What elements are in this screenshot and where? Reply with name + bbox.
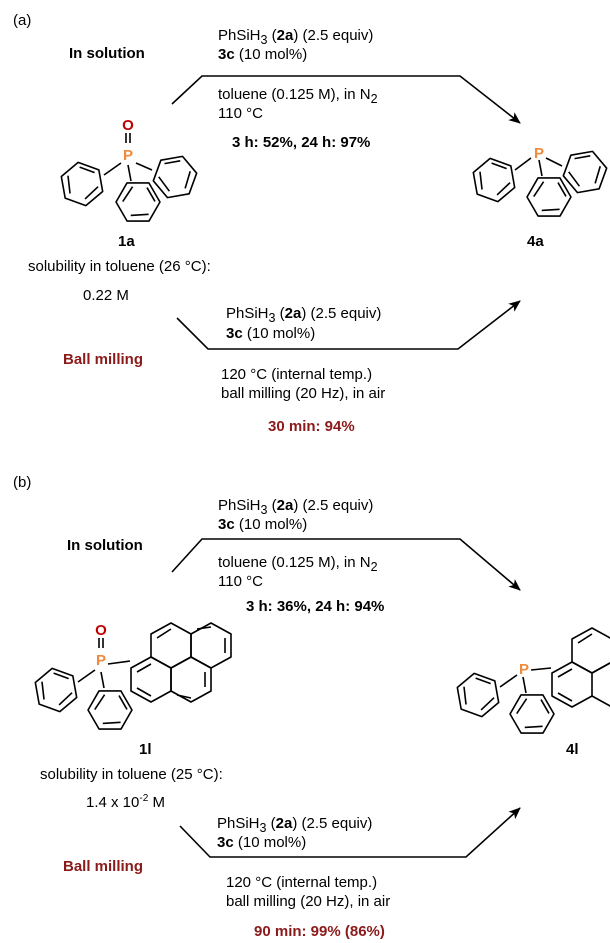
ring <box>152 155 198 199</box>
panel-a-sol-condition-1: toluene (0.125 M), in N2 <box>218 86 378 106</box>
panel-b-ball-reagent: PhSiH3 (2a) (2.5 equiv) <box>217 815 373 835</box>
atom-p-1a: P <box>123 147 133 164</box>
panel-a-sol-condition-2: 110 °C <box>218 105 263 122</box>
panel-a-sol-result: 3 h: 52%, 24 h: 97% <box>232 134 371 151</box>
compound-4a-label: 4a <box>527 233 544 250</box>
panel-b-solubility-line-2: 1.4 x 10-2 M <box>86 793 165 811</box>
ring <box>87 690 133 730</box>
panel-b-sol-condition-1: toluene (0.125 M), in N2 <box>218 554 378 574</box>
panel-a-solubility-line-1: solubility in toluene (26 °C): <box>28 258 211 275</box>
molecule-4l <box>456 627 610 734</box>
panel-a-ball-arrow <box>176 300 521 350</box>
panel-a-sol-reagent: PhSiH3 (2a) (2.5 equiv) <box>218 27 374 47</box>
ring <box>456 672 500 718</box>
compound-4l-label: 4l <box>566 741 579 758</box>
panel-b-sol-condition-2: 110 °C <box>218 573 263 590</box>
panel-b-sol-result: 3 h: 36%, 24 h: 94% <box>246 598 385 615</box>
panel-b-ball-condition-2: ball milling (20 Hz), in air <box>226 893 391 910</box>
ring <box>115 182 161 222</box>
panel-a-sol-catalyst: 3c (10 mol%) <box>218 46 308 63</box>
panel-b-ball-result: 90 min: 99% (86%) <box>254 923 385 940</box>
ring <box>526 177 572 217</box>
molecule-1a <box>60 133 198 222</box>
panel-b-solubility-line-1: solubility in toluene (25 °C): <box>40 766 223 783</box>
panel-a-solution-arrow <box>171 75 521 124</box>
pyrene <box>130 622 232 703</box>
panel-a-ball-condition-2: ball milling (20 Hz), in air <box>221 385 386 402</box>
panel-b-ball-label: Ball milling <box>63 858 144 875</box>
ring <box>509 694 555 734</box>
panel-a-solubility-line-2: 0.22 M <box>83 287 129 304</box>
panel-b-ball-catalyst: 3c (10 mol%) <box>217 834 307 851</box>
panel-a-label: (a) <box>13 12 32 29</box>
panel-b-ball-arrow <box>179 807 521 858</box>
panel-b-solution-arrow <box>171 538 521 591</box>
panel-b-sol-catalyst: 3c (10 mol%) <box>218 516 308 533</box>
molecule-1l <box>34 622 232 730</box>
panel-a-ball-condition-1: 120 °C (internal temp.) <box>221 366 373 383</box>
ring <box>60 161 104 207</box>
panel-a-solution-label: In solution <box>69 45 145 62</box>
atom-p-4l: P <box>519 661 529 678</box>
panel-b-ball-condition-1: 120 °C (internal temp.) <box>226 874 378 891</box>
atom-o-1a: O <box>122 117 134 134</box>
compound-1a-label: 1a <box>118 233 135 250</box>
panel-a-ball-catalyst: 3c (10 mol%) <box>226 325 316 342</box>
panel-b-label: (b) <box>13 474 32 491</box>
panel-a-ball-reagent: PhSiH3 (2a) (2.5 equiv) <box>226 305 382 325</box>
pyrene <box>551 627 610 708</box>
molecule-4a <box>472 150 608 217</box>
ring <box>34 667 78 713</box>
atom-p-4a: P <box>534 145 544 162</box>
panel-a-ball-label: Ball milling <box>63 351 144 368</box>
panel-b-solution-label: In solution <box>67 537 143 554</box>
panel-a-ball-result: 30 min: 94% <box>268 418 355 435</box>
ring <box>472 157 516 203</box>
compound-1l-label: 1l <box>139 741 152 758</box>
panel-b-sol-reagent: PhSiH3 (2a) (2.5 equiv) <box>218 497 374 517</box>
ring <box>562 150 608 194</box>
atom-p-1l: P <box>96 652 106 669</box>
atom-o-1l: O <box>95 622 107 639</box>
